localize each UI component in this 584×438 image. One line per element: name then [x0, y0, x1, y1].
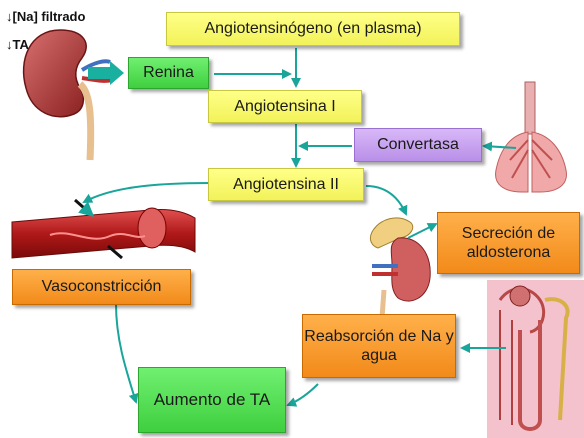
- adrenal-gland-icon: [369, 217, 431, 319]
- sodium-water-reabsorption-box: Reabsorción de Na y agua: [302, 314, 456, 378]
- lungs-icon: [495, 81, 567, 193]
- sodium-filtered-label: ↓[Na] filtrado: [6, 9, 86, 24]
- aldosterone-secretion-box: Secreción de aldosterona: [437, 212, 580, 274]
- renin-box: Renina: [128, 57, 209, 89]
- angiotensinogen-box: Angiotensinógeno (en plasma): [166, 12, 460, 46]
- convertase-box: Convertasa: [354, 128, 482, 162]
- angiotensin-2-box: Angiotensina II: [208, 168, 364, 201]
- nephron-icon: [487, 280, 584, 438]
- kidney-arrow: [88, 67, 110, 79]
- kidney-icon: [22, 29, 113, 161]
- angiotensin-1-box: Angiotensina I: [208, 90, 362, 123]
- blood-pressure-label: ↓TA: [6, 37, 29, 52]
- vasoconstriction-box: Vasoconstricción: [12, 269, 191, 305]
- arrows: [82, 48, 517, 407]
- blood-pressure-increase-box: Aumento de TA: [138, 367, 286, 433]
- blood-vessel-icon: [11, 198, 196, 260]
